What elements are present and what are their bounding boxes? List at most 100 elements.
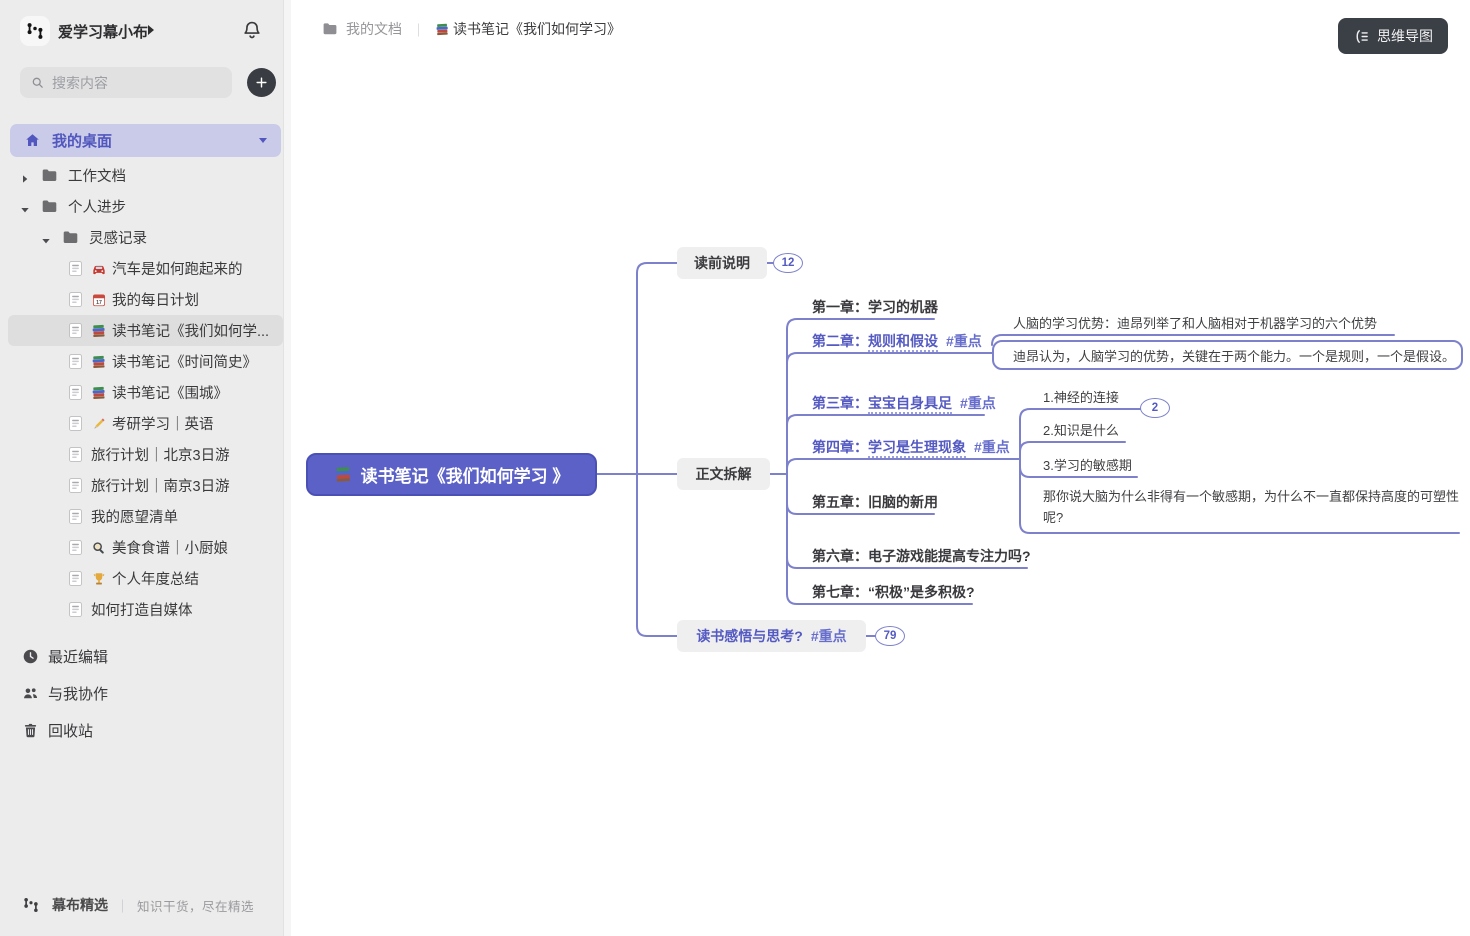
sidebar-nav: 最近编辑与我协作回收站 <box>0 638 291 749</box>
caret-down-icon[interactable] <box>20 202 30 212</box>
workspace-header: 爱学习幕小布 <box>0 14 291 50</box>
mubu-logo-gray-icon <box>22 896 40 914</box>
tree-item[interactable]: 我的愿望清单 <box>8 501 283 532</box>
workspace-name[interactable]: 爱学习幕小布 <box>58 24 149 41</box>
mindmap-node-ch4c1[interactable]: 1.神经的连接 <box>1043 387 1119 408</box>
breadcrumb-current: 读书笔记《我们如何学习》 <box>453 21 622 37</box>
node-text: 3.学习的敏感期 <box>1043 458 1132 473</box>
calendar-icon: 17 <box>91 292 107 308</box>
tree-item[interactable]: 考研学习｜英语 <box>8 408 283 439</box>
home-icon <box>24 132 41 149</box>
mindmap-node-ch1[interactable]: 第一章：学习的机器 <box>812 297 938 317</box>
collapsed-count-badge[interactable]: 79 <box>875 626 905 646</box>
tree-item[interactable]: 读书笔记《我们如何学... <box>8 315 283 346</box>
mindmap-node-ch4c2[interactable]: 2.知识是什么 <box>1043 420 1119 441</box>
search-input[interactable]: 搜索内容 <box>20 67 232 98</box>
sidebar-item-shared-with-me[interactable]: 与我协作 <box>0 675 291 712</box>
collapsed-count-badge[interactable]: 12 <box>773 253 803 273</box>
document-icon <box>67 353 84 370</box>
mindmap-node-ch7[interactable]: 第七章：“积极”是多积极? <box>812 582 975 602</box>
tree-item[interactable]: 个人进步 <box>8 191 283 222</box>
trophy-icon <box>91 571 107 587</box>
mindmap-root-node[interactable]: 读书笔记《我们如何学习 》 <box>306 453 597 496</box>
tree-item-label: 旅行计划｜北京3日游 <box>91 448 230 464</box>
workspace-caret-icon[interactable] <box>148 25 154 35</box>
mindmap-node-body[interactable]: 正文拆解 <box>677 458 770 490</box>
sidebar-item-my-desktop[interactable]: 我的桌面 <box>10 124 281 157</box>
mindmap-node-ch3[interactable]: 第三章：宝宝自身具足#重点 <box>812 393 996 414</box>
branch-line <box>1019 522 1460 534</box>
mindmap-node-ch2[interactable]: 第二章：规则和假设#重点 <box>812 331 982 352</box>
mindmap-node-pre[interactable]: 读前说明 <box>677 247 767 279</box>
tree-item[interactable]: 读书笔记《时间简史》 <box>8 346 283 377</box>
node-text: 读前说明 <box>694 255 750 271</box>
mindmap-node-ch4c3[interactable]: 3.学习的敏感期 <box>1043 455 1132 476</box>
sidebar-item-recent-edits[interactable]: 最近编辑 <box>0 638 291 675</box>
plus-icon <box>254 75 269 90</box>
people-icon <box>22 685 39 702</box>
root-node-label: 读书笔记《我们如何学习 》 <box>360 467 570 486</box>
tree-item-label: 如何打造自媒体 <box>91 603 193 619</box>
mindmap-node-ch5[interactable]: 第五章：旧脑的新用 <box>812 492 938 512</box>
bell-icon[interactable] <box>241 19 263 43</box>
document-icon <box>67 446 84 463</box>
branch-line <box>1019 441 1126 453</box>
document-icon <box>67 539 84 556</box>
node-text: 读书感悟与思考? <box>696 628 803 644</box>
main-pane: 我的文档 ｜ 读书笔记《我们如何学习》 思维导图 读书笔记《我们如何学习 》 读… <box>291 0 1470 936</box>
sidebar-footer[interactable]: 幕布精选 ｜ 知识干货，尽在精选 <box>0 890 291 920</box>
sidebar-item-recycle-bin[interactable]: 回收站 <box>0 712 291 749</box>
chevron-down-icon[interactable] <box>259 138 267 143</box>
tree-item[interactable]: 汽车是如何跑起来的 <box>8 253 283 284</box>
mindmap-node-ch4c4[interactable]: 那你说大脑为什么非得有一个敏感期，为什么不一直都保持高度的可塑性呢? <box>1043 486 1463 528</box>
breadcrumb-root[interactable]: 我的文档 <box>346 21 402 37</box>
breadcrumb: 我的文档 ｜ 读书笔记《我们如何学习》 <box>322 19 621 39</box>
tree-item[interactable]: 读书笔记《围城》 <box>8 377 283 408</box>
mindmap-node-ch2c1[interactable]: 人脑的学习优势：迪昂列举了和人脑相对于机器学习的六个优势 <box>1013 313 1377 334</box>
document-icon <box>67 601 84 618</box>
node-text: 人脑的学习优势：迪昂列举了和人脑相对于机器学习的六个优势 <box>1013 316 1378 331</box>
caret-down-icon[interactable] <box>41 233 51 243</box>
tree-item[interactable]: 灵感记录 <box>8 222 283 253</box>
tree-item[interactable]: 如何打造自媒体 <box>8 594 283 625</box>
pencil-icon <box>91 416 107 432</box>
mindmap-node-thoughts[interactable]: 读书感悟与思考? #重点 <box>677 620 866 652</box>
books-icon <box>91 354 107 370</box>
collapsed-count-badge[interactable]: 2 <box>1140 398 1170 418</box>
search-placeholder: 搜索内容 <box>52 74 108 91</box>
mindmap-node-ch2c2[interactable]: 迪昂认为，人脑学习的优势，关键在于两个能力。一个是规则，一个是假设。 <box>992 340 1463 370</box>
node-tag: #重点 <box>810 628 847 644</box>
tree-item-label: 工作文档 <box>68 169 126 185</box>
mubu-logo-icon[interactable] <box>20 16 50 46</box>
document-icon <box>67 508 84 525</box>
tree-item[interactable]: 旅行计划｜北京3日游 <box>8 439 283 470</box>
bell-icon <box>241 19 263 41</box>
tree-item[interactable]: 美食食谱｜小厨娘 <box>8 532 283 563</box>
tree-item[interactable]: 个人年度总结 <box>8 563 283 594</box>
mindmap-canvas[interactable]: 读书笔记《我们如何学习 》 读前说明正文拆解读书感悟与思考? #重点 第一章：学习的… <box>291 0 1470 936</box>
mubu-footer-logo-icon <box>22 896 40 914</box>
mindmap-mode-button[interactable]: 思维导图 <box>1338 18 1448 54</box>
mindmap-button-label: 思维导图 <box>1377 28 1433 44</box>
document-icon <box>67 322 84 339</box>
node-text: 第三章： <box>812 395 868 411</box>
mindmap-node-ch6[interactable]: 第六章：电子游戏能提高专注力吗? <box>812 546 1031 566</box>
caret-right-icon[interactable] <box>20 171 30 183</box>
document-icon <box>67 291 84 308</box>
branch-line <box>786 503 935 515</box>
branch-line <box>786 352 993 364</box>
books-icon <box>435 22 450 37</box>
tree-item-label: 读书笔记《围城》 <box>112 386 228 402</box>
my-desktop-label: 我的桌面 <box>52 133 113 150</box>
footer-brand: 幕布精选 <box>52 897 108 913</box>
new-document-button[interactable] <box>247 68 276 97</box>
tree-item[interactable]: 旅行计划｜南京3日游 <box>8 470 283 501</box>
tree-item[interactable]: 工作文档 <box>8 160 283 191</box>
node-tag: #重点 <box>974 439 1010 455</box>
mindmap-node-ch4[interactable]: 第四章：学习是生理现象#重点 <box>812 437 1010 458</box>
branch-line <box>786 318 935 330</box>
